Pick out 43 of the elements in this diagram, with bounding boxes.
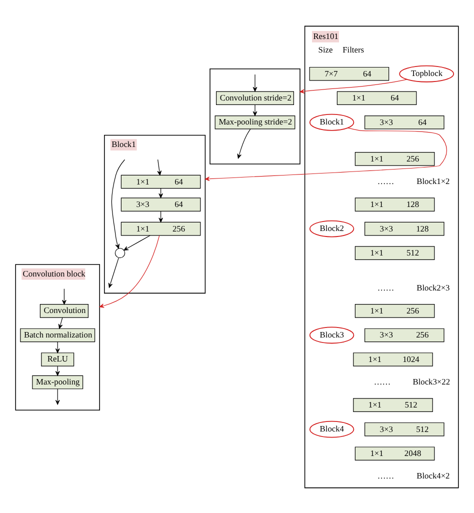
- cluster: [210, 68, 300, 164]
- node-box: 3×3 256: [364, 328, 444, 342]
- node-box: Batch normalization: [20, 328, 96, 342]
- node-box: 3×3 128: [364, 221, 444, 236]
- label: ……: [377, 282, 394, 292]
- node-box: 3×3 512: [364, 422, 444, 436]
- label: Block2×3: [416, 282, 450, 292]
- label: ……: [377, 176, 394, 186]
- node-box: 1×1 256: [120, 221, 201, 236]
- label: Block4×2: [416, 471, 450, 480]
- node-ellipse: Block3: [309, 326, 354, 344]
- arrow: [58, 316, 63, 328]
- arrow: [252, 104, 258, 116]
- node-box: Convolution stride=2: [216, 90, 294, 105]
- arrow: [204, 127, 448, 181]
- label: ……: [377, 471, 394, 480]
- node-ellipse: Block1: [309, 113, 354, 130]
- arrow: [124, 234, 150, 250]
- label: ……: [374, 377, 391, 386]
- node-box: 1×1 256: [354, 304, 435, 318]
- arrow: [99, 234, 160, 308]
- node-box: Max-pooling: [32, 374, 84, 389]
- node-box: Convolution: [40, 304, 88, 318]
- node-box: ReLU: [41, 352, 74, 366]
- node-box: 1×1 128: [354, 197, 435, 211]
- node-box: 1×1 64: [120, 174, 201, 188]
- node-ellipse: Block4: [309, 420, 354, 438]
- node-ellipse: Topblock: [399, 64, 454, 82]
- node-box: 3×3 64: [364, 114, 444, 129]
- node-box: 1×1 512: [354, 246, 435, 260]
- node-ellipse: Block2: [309, 220, 354, 237]
- node-box: 1×1 256: [354, 152, 435, 166]
- label: Block1×2: [416, 176, 450, 186]
- node-box: 1×1 2048: [354, 446, 435, 460]
- node-box: 7×7 64: [309, 66, 390, 80]
- node-box: 1×1 512: [353, 398, 433, 412]
- node-box: 1×1 1024: [353, 352, 433, 366]
- node-box: Max-pooling stride=2: [214, 114, 296, 129]
- arrow: [300, 78, 408, 93]
- node-circle: [114, 247, 126, 258]
- node-box: 1×1 64: [336, 90, 417, 105]
- node-box: 3×3 64: [120, 197, 201, 211]
- label: Block3×22: [412, 377, 450, 386]
